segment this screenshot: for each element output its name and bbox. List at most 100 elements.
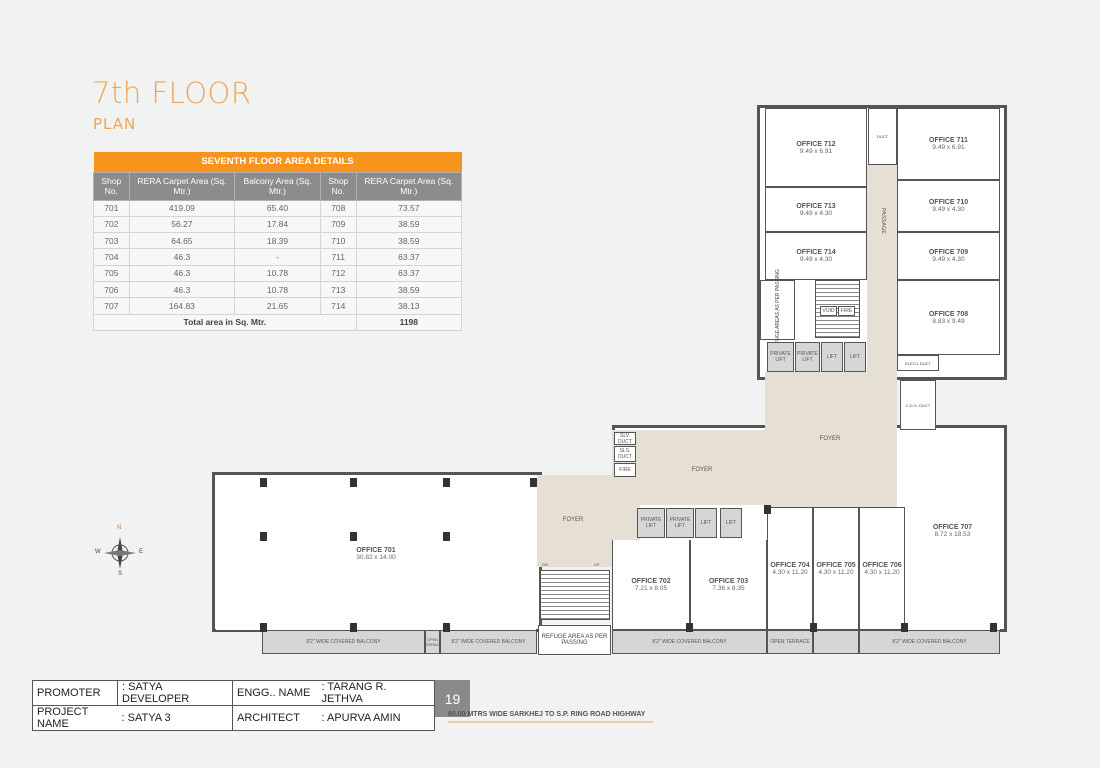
covered-balcony: 8'2" WIDE COVERED BALCONY <box>262 630 425 654</box>
foyer-label: FOYER <box>562 517 584 523</box>
table-cell: 712 <box>319 264 357 282</box>
room-label: OFFICE 703 <box>708 577 749 585</box>
column-pillar <box>686 623 693 632</box>
table-cell: 65.40 <box>234 199 321 217</box>
table-cell: 38.59 <box>355 215 463 234</box>
table-cell: 707 <box>93 297 130 315</box>
room-label: 9.49 x 6.91 <box>799 147 833 155</box>
room-label: OFFICE 706 <box>862 561 902 569</box>
room-label: OFFICE 702 <box>631 577 671 585</box>
room-label: 7.36 x 8.35 <box>712 584 745 592</box>
column-pillar <box>810 623 817 632</box>
promoter-label: PROMOTER <box>32 680 118 706</box>
open-terrace: OPEN TERRACE <box>423 630 442 654</box>
column-pillar <box>990 623 997 632</box>
table-cell: 701 <box>93 199 130 217</box>
room-label: 7.21 x 8.05 <box>634 584 668 592</box>
table-cell: 709 <box>319 215 357 234</box>
slv-duct: SLV. DUCT <box>614 432 636 445</box>
refuge-side: REFUGE AREAS AS PER PASSING <box>760 269 795 351</box>
fire-room: FIRE <box>614 463 636 477</box>
room-label: OFFICE 713 <box>796 202 836 210</box>
balcony-segment <box>813 630 859 654</box>
table-cell: 706 <box>93 280 130 299</box>
table-caption: SEVENTH FLOOR AREA DETAILS <box>93 152 462 172</box>
table-cell: 705 <box>93 264 130 282</box>
table-cell: 17.84 <box>234 215 321 234</box>
lift: LIFT <box>821 342 843 372</box>
table-cell: 64.65 <box>128 232 236 250</box>
compass-south: S <box>118 571 123 577</box>
column-pillar <box>260 623 267 632</box>
column-pillar <box>350 623 357 632</box>
room-label: OFFICE 714 <box>796 249 836 256</box>
col-header: RERA Carpet Area (Sq. Mtr.) <box>128 171 236 201</box>
table-cell: 18.39 <box>234 232 321 250</box>
promoter-value: : SATYA DEVELOPER <box>117 680 233 706</box>
covered-balcony: 8'2" WIDE COVERED BALCONY <box>440 630 537 654</box>
passage-area <box>867 165 897 385</box>
column-pillar <box>764 505 771 514</box>
duct: DUCT <box>868 108 897 165</box>
room-label: 9.49 x 4.30 <box>932 206 965 213</box>
room-label: OFFICE 709 <box>928 249 969 256</box>
table-cell: 10.78 <box>234 280 321 299</box>
page-subtitle: PLAN <box>93 115 137 133</box>
room-label: OFFICE 711 <box>929 137 968 144</box>
column-pillar <box>443 478 450 487</box>
column-pillar <box>901 623 908 632</box>
engg-label: ENGG.. NAME <box>232 680 318 706</box>
table-cell: 713 <box>319 280 357 299</box>
foyer-label: FOYER <box>691 467 713 473</box>
page-title: 7th FLOOR <box>92 76 252 110</box>
table-cell: 21.65 <box>234 297 321 315</box>
column-pillar <box>350 478 357 487</box>
table-cell: 38.59 <box>355 280 463 299</box>
lift: LIFT <box>844 342 866 372</box>
passage-label: PASSAGE <box>880 208 886 234</box>
private-lift: PRIVATE LIFT <box>767 342 794 372</box>
table-cell: - <box>234 248 321 266</box>
compass-north: N <box>117 525 122 531</box>
col-header: Shop No. <box>93 171 130 201</box>
room-label: REFUGE AREAS AS PER PASSING <box>774 269 781 351</box>
table-cell: 46.3 <box>128 264 236 282</box>
total-value: 1198 <box>355 313 463 331</box>
lift: LIFT <box>695 508 717 538</box>
covered-balcony: 8'2" WIDE COVERED BALCONY <box>612 630 767 654</box>
architect-value: : APURVA AMIN <box>317 705 435 731</box>
room-label: 9.49 x 4.30 <box>799 256 833 263</box>
covered-balcony: 8'2" WIDE COVERED BALCONY <box>859 630 1000 654</box>
stair-up: UP <box>594 562 600 567</box>
table-cell: 710 <box>319 232 357 250</box>
foyer-label: FOYER <box>819 436 841 442</box>
cdg-duct: C.D.G. DUCT <box>900 380 936 430</box>
room-label: REFUGE AREA AS PER PASSING <box>541 634 608 646</box>
room-label: 9.49 x 4.30 <box>932 256 965 263</box>
total-row: Total area in Sq. Mtr. 1198 <box>93 313 463 331</box>
table-cell: 38.59 <box>355 232 463 250</box>
project-info-table: PROMOTER : SATYA DEVELOPER ENGG.. NAME :… <box>32 680 435 731</box>
room-label: C.D.G. DUCT <box>905 402 931 408</box>
engg-value: : TARANG R. JETHVA <box>317 680 435 706</box>
table-cell: 46.3 <box>128 248 236 266</box>
table-cell: 711 <box>319 248 357 266</box>
room-label: 30.82 x 14.00 <box>356 554 396 561</box>
room-label: 9.49 x 4.30 <box>799 209 833 217</box>
table-cell: 38.13 <box>355 297 463 315</box>
col-header: Balcony Area (Sq. Mtr.) <box>234 171 321 201</box>
